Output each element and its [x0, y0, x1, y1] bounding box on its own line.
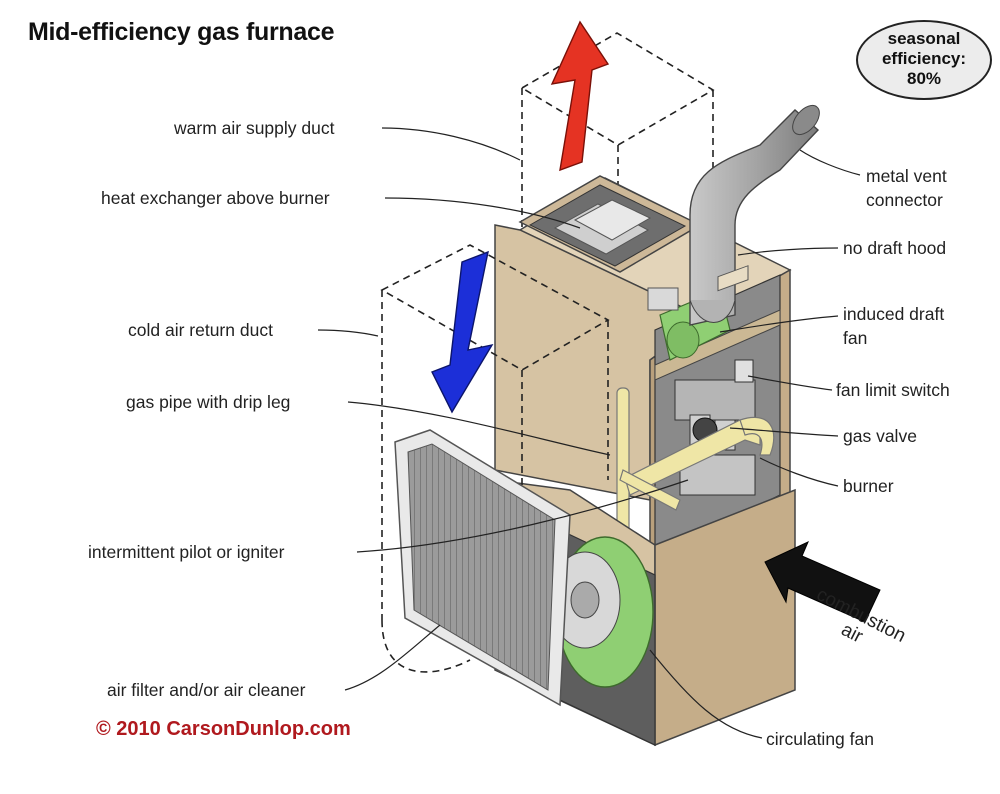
label-intermittent-pilot: intermittent pilot or igniter	[88, 542, 285, 562]
label-air-filter: air filter and/or air cleaner	[107, 680, 306, 700]
gas-pipe	[616, 387, 775, 539]
badge-line-3: 80%	[906, 69, 942, 88]
copyright-notice: © 2010 CarsonDunlop.com	[96, 718, 351, 740]
efficiency-badge: seasonal efficiency: 80%	[856, 20, 992, 100]
label-induced-draft-2: fan	[843, 328, 868, 348]
label-gas-valve: gas valve	[843, 426, 917, 446]
label-metal-vent-2: connector	[866, 190, 943, 210]
warm-air-arrow	[550, 20, 610, 172]
label-cold-air-return-duct: cold air return duct	[128, 320, 273, 340]
leader-lines	[317, 127, 861, 739]
label-no-draft-hood: no draft hood	[843, 238, 947, 258]
combustion-air-arrow	[764, 540, 881, 623]
badge-line-2: efficiency:	[881, 49, 967, 68]
label-burner: burner	[843, 476, 894, 496]
label-metal-vent-1: metal vent	[866, 166, 947, 186]
diagram-title: Mid-efficiency gas furnace	[28, 18, 335, 46]
label-circulating-fan: circulating fan	[766, 729, 874, 749]
metal-vent-connector	[689, 104, 820, 326]
label-gas-pipe: gas pipe with drip leg	[126, 392, 291, 412]
air-filter	[394, 429, 571, 707]
label-fan-limit-switch: fan limit switch	[836, 380, 950, 400]
label-warm-air-supply-duct: warm air supply duct	[174, 118, 335, 138]
badge-line-1: seasonal	[887, 29, 961, 48]
heat-exchanger	[518, 175, 702, 273]
label-heat-exchanger: heat exchanger above burner	[101, 188, 330, 208]
label-induced-draft-1: induced draft	[843, 304, 945, 324]
cold-air-arrow	[431, 250, 494, 414]
